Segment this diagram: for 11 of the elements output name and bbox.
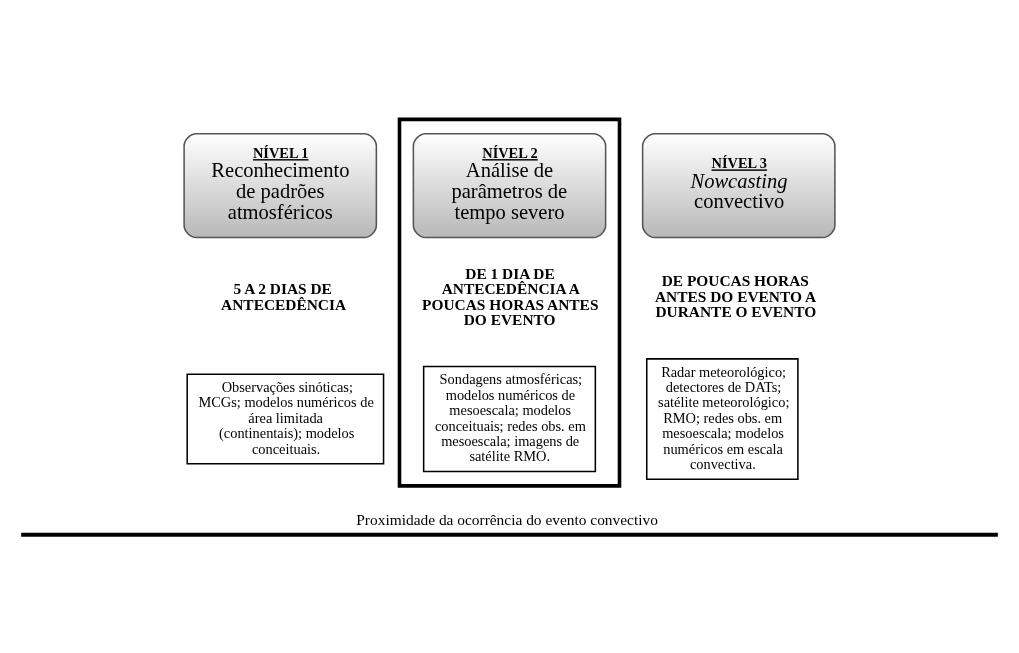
node-box: Observações sinóticas; MCGs; modelos numéricos de área limitada (continentais); modelos conceituais.: [186, 373, 385, 465]
label: Proximidade da ocorrência do evento convectivo: [356, 511, 658, 529]
node-label: 5 A 2 DIAS DE ANTECEDÊNCIA: [221, 280, 347, 313]
node-box: NÍVEL 1 Reconhecimento de padrões atmosféricos: [183, 132, 378, 239]
node-box: Radar meteorológico; detectores de DATs; satélite meteorológico; RMO; redes obs. em mesoescala; modelos numéricos em escala convectiva.: [646, 358, 799, 480]
node-label: DE 1 DIA DE ANTECEDÊNCIA A POUCAS HORAS ANTES DO EVENTO: [422, 264, 599, 328]
node-label: DE POUCAS HORAS ANTES DO EVENTO A DURANTE O EVENTO: [654, 272, 817, 321]
node-box: Sondagens atmosféricas; modelos numéricos de mesoescala; modelos conceituais; redes obs. em mesoescala; imagens de satélite RMO.: [422, 365, 597, 473]
node-box: NÍVEL 3 Nowcasting convectivo: [641, 132, 836, 239]
node-box: NÍVEL 2 Análise de parâmetros de tempo severo: [412, 132, 607, 239]
cluster: [397, 117, 622, 488]
